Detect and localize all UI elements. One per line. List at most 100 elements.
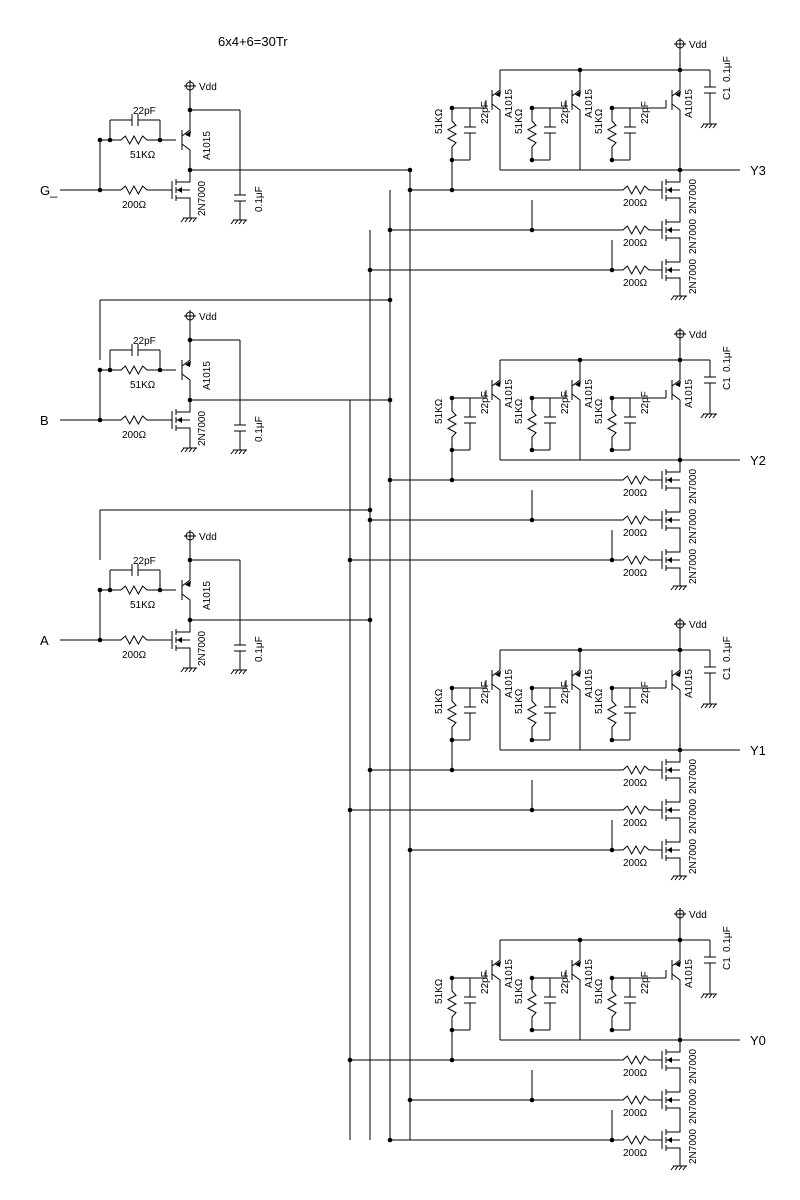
resistor-body — [118, 414, 150, 426]
pnp-transistor-icon — [671, 360, 681, 460]
pnp-transistor-icon — [571, 940, 581, 1040]
resistor — [620, 264, 652, 276]
speedup-cap-label: 22pF — [480, 971, 491, 994]
body-arrow — [667, 187, 672, 193]
bias-resistor-label: 51KΩ — [594, 108, 605, 134]
nmos-label: 2N7000 — [688, 219, 699, 254]
junction-dot — [367, 517, 373, 523]
junction-dot — [157, 367, 163, 373]
capacitor — [544, 398, 556, 442]
capacitor — [110, 564, 160, 576]
resistor-body — [446, 978, 458, 1030]
nmos-transistor-icon — [171, 620, 191, 668]
ground-hatch — [184, 667, 189, 673]
vdd-label: Vdd — [199, 312, 217, 323]
body-arrow — [667, 227, 672, 233]
resistor — [620, 764, 652, 776]
emitter-arrow — [575, 90, 581, 98]
capacitor — [110, 114, 160, 126]
emitter-arrow — [495, 90, 501, 98]
resistor — [118, 134, 150, 146]
body-arrow — [667, 847, 672, 853]
speedup-cap-label: 22pF — [480, 681, 491, 704]
ground-hatch — [678, 875, 683, 881]
body-arrow — [667, 767, 672, 773]
drain-lead — [666, 784, 681, 803]
emitter-lead — [671, 650, 681, 677]
junction-dot — [157, 137, 163, 143]
resistor-body — [620, 764, 652, 776]
ground-hatch — [674, 585, 679, 591]
junction-dot — [387, 477, 393, 483]
source-lead — [666, 277, 681, 284]
source-lead — [176, 197, 191, 218]
bias-resistor-label: 51KΩ — [594, 398, 605, 424]
pnp-transistor-icon — [181, 560, 191, 620]
ground-icon — [700, 993, 717, 999]
ground-hatch — [712, 123, 717, 129]
emitter-arrow — [575, 670, 581, 678]
ground-hatch — [704, 703, 709, 709]
ground-icon — [670, 875, 687, 881]
pnp-label: A1015 — [202, 131, 213, 160]
decoupling-cap-label: 0.1μF — [254, 186, 265, 212]
ground-hatch — [678, 1165, 683, 1171]
junction-dot — [367, 267, 373, 273]
decoupling-cap-ref-label: C1 — [722, 377, 733, 390]
ground-hatch — [708, 123, 713, 129]
bias-resistor-label: 51KΩ — [130, 380, 156, 391]
ground-hatch — [674, 295, 679, 301]
input-label: G_ — [40, 183, 58, 198]
vdd-supply-icon: Vdd — [674, 618, 707, 631]
bias-resistor-label: 51KΩ — [594, 978, 605, 1004]
output-label: Y3 — [750, 163, 766, 178]
emitter-lead — [671, 940, 681, 967]
vdd-supply-icon: Vdd — [674, 38, 707, 51]
capacitor — [234, 640, 246, 656]
source-lead — [666, 527, 681, 534]
ground-hatch — [682, 295, 687, 301]
decoupling-cap-label: 0.1μF — [254, 416, 265, 442]
nmos-label: 2N7000 — [688, 469, 699, 504]
speedup-cap-label: 22pF — [640, 681, 651, 704]
body-arrow — [177, 637, 182, 643]
resistor — [118, 414, 150, 426]
capacitor — [544, 978, 556, 1022]
output-label: Y2 — [750, 453, 766, 468]
resistor-body — [606, 688, 618, 740]
capacitor — [544, 688, 556, 732]
resistor — [620, 1054, 652, 1066]
pnp-label: A1015 — [584, 89, 595, 118]
capacitor — [234, 190, 246, 206]
decoupling-cap-label: 0.1μF — [722, 346, 733, 372]
speedup-cap-label: 22pF — [480, 101, 491, 124]
ground-hatch — [230, 669, 235, 675]
pnp-transistor-icon — [571, 650, 581, 750]
body-arrow — [667, 557, 672, 563]
nmos-transistor-icon — [661, 1040, 681, 1074]
emitter-lead — [181, 110, 191, 137]
ground-hatch — [242, 669, 247, 675]
resistor — [620, 1094, 652, 1106]
resistor — [620, 224, 652, 236]
resistor — [620, 514, 652, 526]
gate-resistor-label: 200Ω — [623, 1108, 648, 1119]
speedup-cap-label: 22pF — [560, 971, 571, 994]
resistor-body — [620, 804, 652, 816]
pnp-label: A1015 — [684, 959, 695, 988]
ground-hatch — [234, 219, 239, 225]
output-label: Y1 — [750, 743, 766, 758]
title-label: 6x4+6=30Tr — [218, 34, 288, 49]
collector-lead — [491, 103, 501, 170]
ground-icon — [180, 667, 197, 673]
speedup-cap-label: 22pF — [640, 391, 651, 414]
source-lead — [176, 427, 191, 448]
ground-hatch — [180, 667, 185, 673]
nmos-label: 2N7000 — [197, 181, 208, 216]
source-lead — [666, 1147, 681, 1154]
bias-resistor-label: 51KΩ — [594, 688, 605, 714]
collector-lead — [671, 103, 681, 170]
ground-hatch — [704, 413, 709, 419]
